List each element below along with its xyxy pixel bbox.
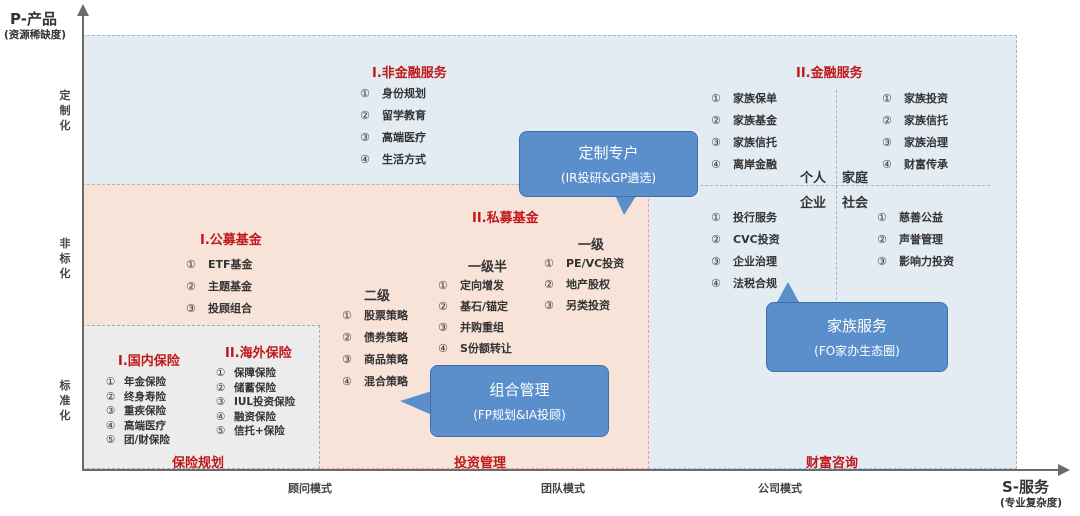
y-axis-title: P-产品 xyxy=(10,10,57,28)
category-insurance-planning: 保险规划 xyxy=(172,456,225,471)
y-label-standardized: 标准化 xyxy=(59,379,71,422)
public-fund-title: I.公募基金 xyxy=(200,233,262,248)
callout-portfolio-management: 组合管理 (FP规划&IA投顾) xyxy=(400,365,610,437)
callout-tail-icon xyxy=(776,282,800,304)
y-label-customized: 定制化 xyxy=(59,89,71,132)
non-financial-title: I.非金融服务 xyxy=(372,66,447,81)
quadrant-divider-vertical xyxy=(836,90,837,300)
callout-family-subtitle: (FO家办生态圈) xyxy=(814,344,900,358)
quadrant-label-family: 家庭 xyxy=(842,171,869,186)
category-investment-management: 投资管理 xyxy=(454,456,507,471)
category-wealth-consulting: 财富咨询 xyxy=(806,456,859,471)
callout-tail-icon xyxy=(400,391,432,415)
private-fund-title: II.私募基金 xyxy=(472,211,539,226)
callout-family-title: 家族服务 xyxy=(826,317,887,335)
quadrant-label-society: 社会 xyxy=(842,196,869,211)
quadrant-label-enterprise: 企业 xyxy=(800,196,827,211)
x-axis-arrow-icon xyxy=(1058,464,1070,476)
quadrant-label-personal: 个人 xyxy=(800,171,827,186)
callout-portfolio-subtitle: (FP规划&IA投顾) xyxy=(473,408,566,422)
region-insurance-planning xyxy=(82,325,320,469)
domestic-insurance-title: I.国内保险 xyxy=(118,354,180,369)
x-label-advisor-mode: 顾问模式 xyxy=(288,482,332,495)
y-axis xyxy=(82,12,84,470)
private-level1-title: 一级 xyxy=(578,238,605,253)
x-label-company-mode: 公司模式 xyxy=(758,482,802,495)
private-level1-5-title: 一级半 xyxy=(468,260,508,275)
y-axis-arrow-icon xyxy=(77,4,89,16)
private-level2-title: 二级 xyxy=(364,289,391,304)
x-axis-subtitle: (专业复杂度) xyxy=(1000,497,1063,509)
callout-portfolio-title: 组合管理 xyxy=(489,381,550,399)
x-label-team-mode: 团队模式 xyxy=(541,482,585,495)
callout-tail-icon xyxy=(614,193,638,215)
callout-custom-subtitle: (IR投研&GP遴选) xyxy=(560,171,657,185)
callout-custom-account: 定制专户 (IR投研&GP遴选) xyxy=(519,131,699,216)
x-axis-title: S-服务 xyxy=(1002,478,1050,496)
quadrant-divider-horizontal xyxy=(700,185,990,186)
financial-title: II.金融服务 xyxy=(796,66,863,81)
y-axis-subtitle: (资源稀缺度) xyxy=(4,29,67,41)
overseas-insurance-title: II.海外保险 xyxy=(225,346,292,361)
x-axis xyxy=(82,469,1060,471)
callout-custom-title: 定制专户 xyxy=(578,144,639,162)
callout-family-service: 家族服务 (FO家办生态圈) xyxy=(766,282,948,372)
y-label-nonstandard: 非标化 xyxy=(59,237,71,280)
